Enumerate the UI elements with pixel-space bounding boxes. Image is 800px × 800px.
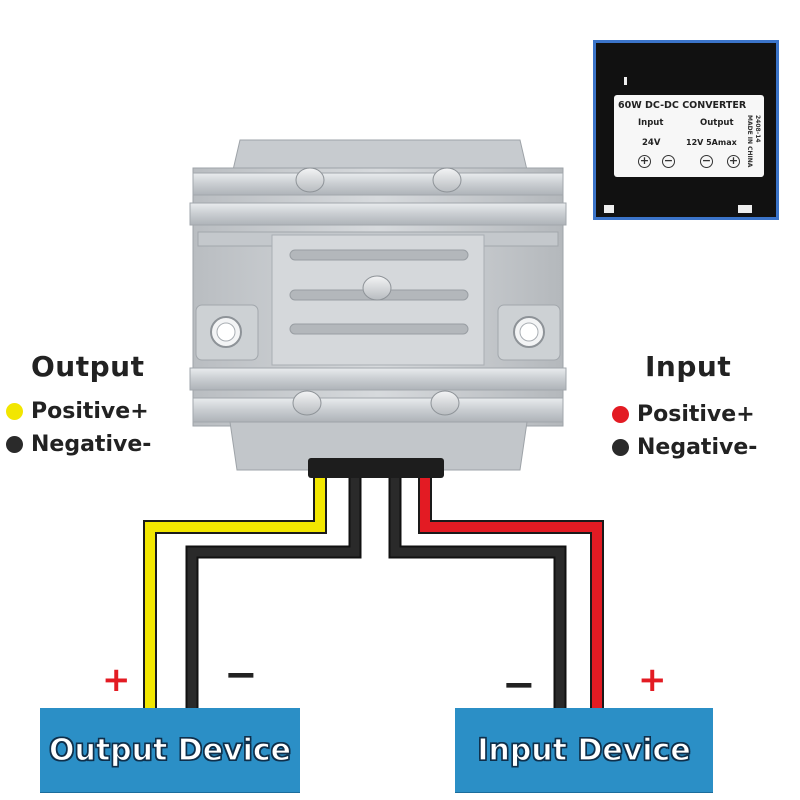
input-negative-label: Negative- — [637, 435, 758, 460]
converter-spec-label: 60W DC-DC CONVERTER Input Output 24V 12V… — [614, 95, 764, 177]
input-minus-sign: − — [502, 662, 536, 708]
output-device-box: Output Device — [40, 708, 300, 793]
input-legend-negative: Negative- — [612, 435, 757, 460]
side-code: 2408-14 — [754, 115, 761, 143]
input-legend-positive: Positive+ — [612, 402, 755, 427]
input-device-label: Input Device — [477, 732, 692, 768]
converter-label-inset: 60W DC-DC CONVERTER Input Output 24V 12V… — [593, 40, 779, 220]
converter-title: 60W DC-DC CONVERTER — [618, 100, 747, 111]
input-voltage: 24V — [642, 138, 661, 148]
output-plus-sign: + — [102, 660, 131, 700]
input-header: Input — [638, 118, 664, 128]
output-rating: 12V 5Amax — [686, 138, 737, 147]
terminal-negative-icon: − — [662, 154, 675, 168]
output-legend-title: Output — [31, 350, 145, 383]
wires — [143, 470, 604, 712]
input-legend-title: Input — [645, 350, 732, 383]
output-legend-positive: Positive+ — [6, 399, 149, 424]
terminal-positive-icon: + — [727, 154, 740, 168]
input-device-box: Input Device — [455, 708, 713, 793]
black-dot-icon — [6, 436, 23, 453]
output-negative-wire-black — [185, 470, 362, 712]
output-minus-sign: − — [224, 652, 258, 698]
terminal-negative-icon: − — [700, 154, 713, 168]
output-positive-label: Positive+ — [31, 399, 149, 424]
output-header: Output — [700, 118, 734, 128]
red-dot-icon — [612, 406, 629, 423]
black-dot-icon — [612, 439, 629, 456]
terminal-positive-icon: + — [638, 154, 651, 168]
made-in-china-text: MADE IN CHINA — [746, 115, 753, 168]
yellow-dot-icon — [6, 403, 23, 420]
dc-dc-converter-module — [189, 139, 567, 478]
output-negative-label: Negative- — [31, 432, 152, 457]
input-positive-label: Positive+ — [637, 402, 755, 427]
input-plus-sign: + — [638, 660, 667, 700]
output-device-label: Output Device — [48, 732, 292, 768]
output-legend-negative: Negative- — [6, 432, 151, 457]
